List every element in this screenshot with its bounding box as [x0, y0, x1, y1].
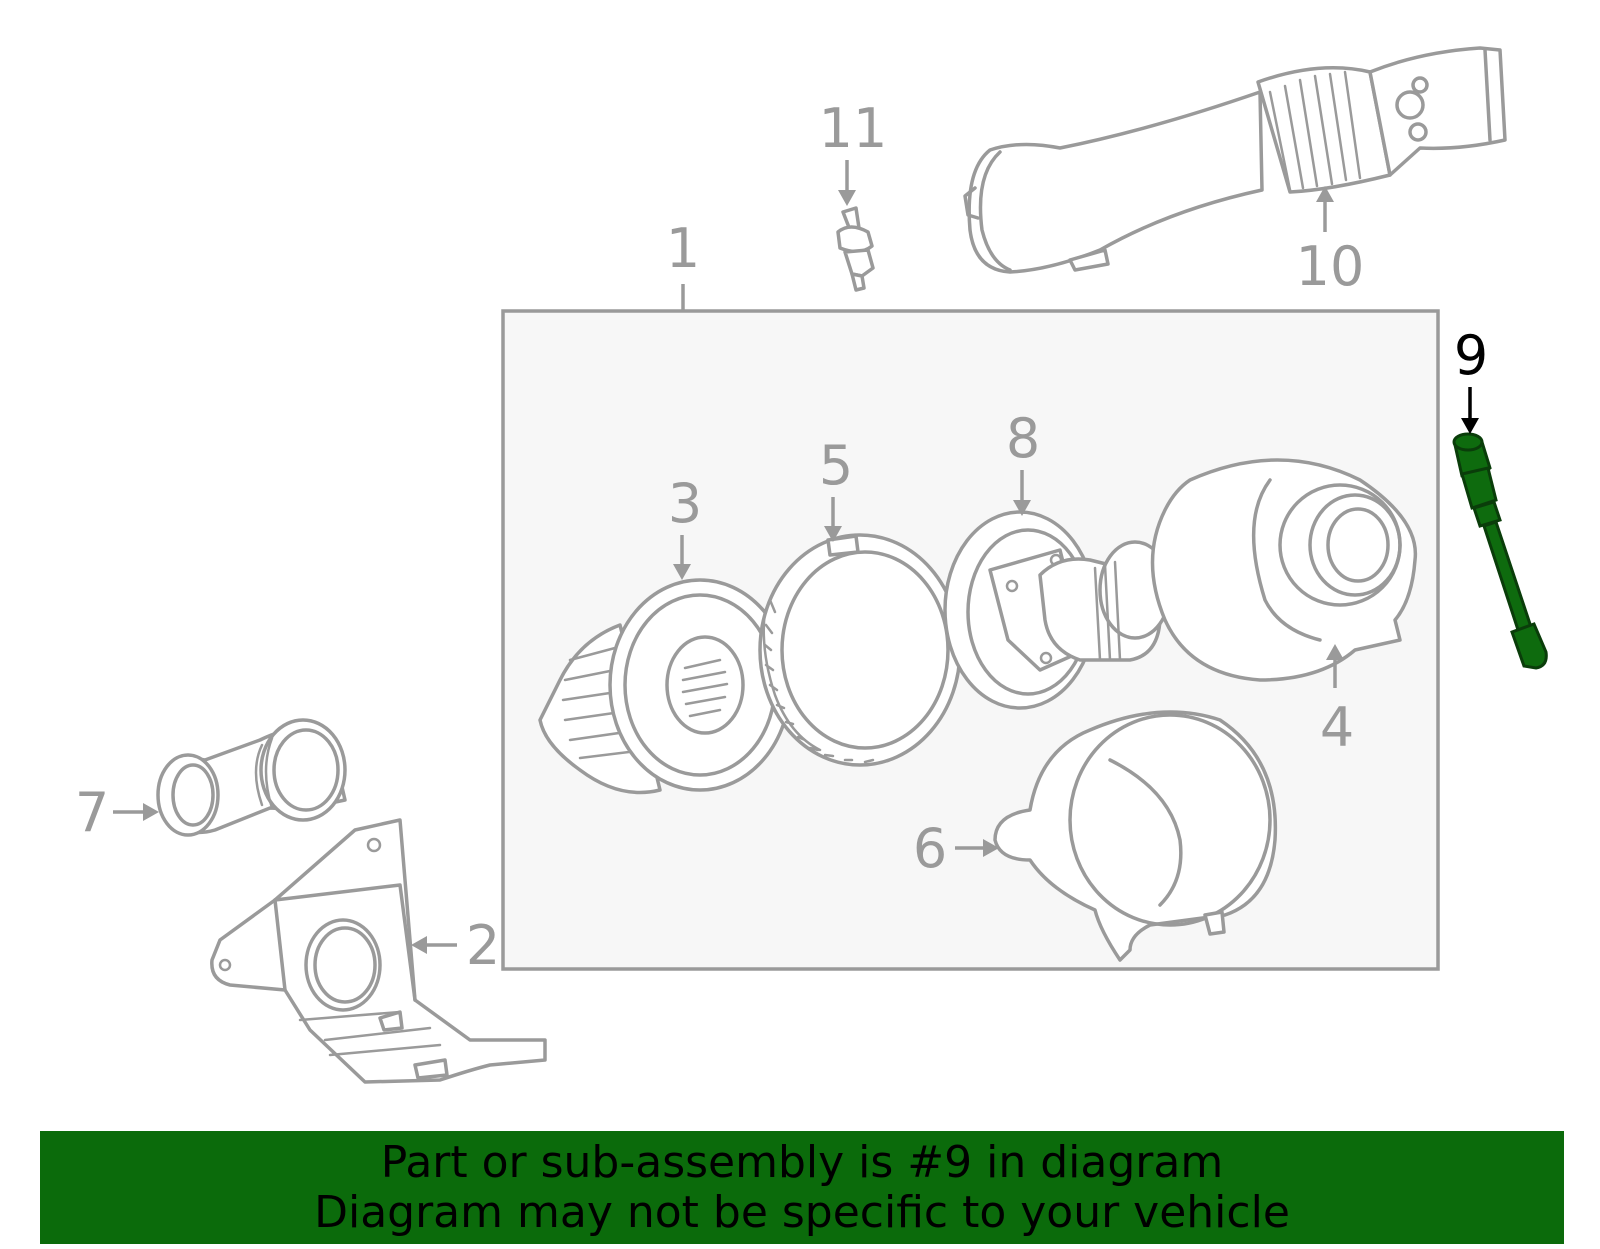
part-4-housing-cover — [1150, 458, 1418, 682]
part-7-hose-elbow — [156, 718, 347, 837]
part-6-housing-base — [993, 710, 1278, 962]
callout-8: 8 — [1006, 407, 1040, 470]
part-2-bracket — [210, 818, 547, 1084]
callout-1: 1 — [666, 217, 700, 280]
callout-3: 3 — [668, 472, 702, 535]
banner-line-1: Part or sub-assembly is #9 in diagram — [380, 1136, 1224, 1188]
callout-9: 9 — [1454, 324, 1488, 387]
callout-6: 6 — [913, 817, 947, 880]
callout-11: 11 — [819, 97, 888, 160]
part-5-gasket-ring — [758, 533, 962, 767]
callout-5: 5 — [819, 434, 853, 497]
part-11-clip — [836, 206, 875, 292]
part-9-sensor — [1452, 432, 1548, 670]
leader-lines — [113, 160, 1479, 954]
callout-10: 10 — [1296, 235, 1365, 298]
banner-line-2: Diagram may not be specific to your vehi… — [314, 1186, 1290, 1238]
part-10-intake-duct — [963, 46, 1507, 274]
callout-4: 4 — [1320, 696, 1354, 759]
callout-7: 7 — [75, 781, 109, 844]
callout-2: 2 — [466, 914, 500, 977]
part-8-maf-housing — [943, 510, 1172, 710]
info-banner: Part or sub-assembly is #9 in diagram Di… — [40, 1131, 1564, 1244]
